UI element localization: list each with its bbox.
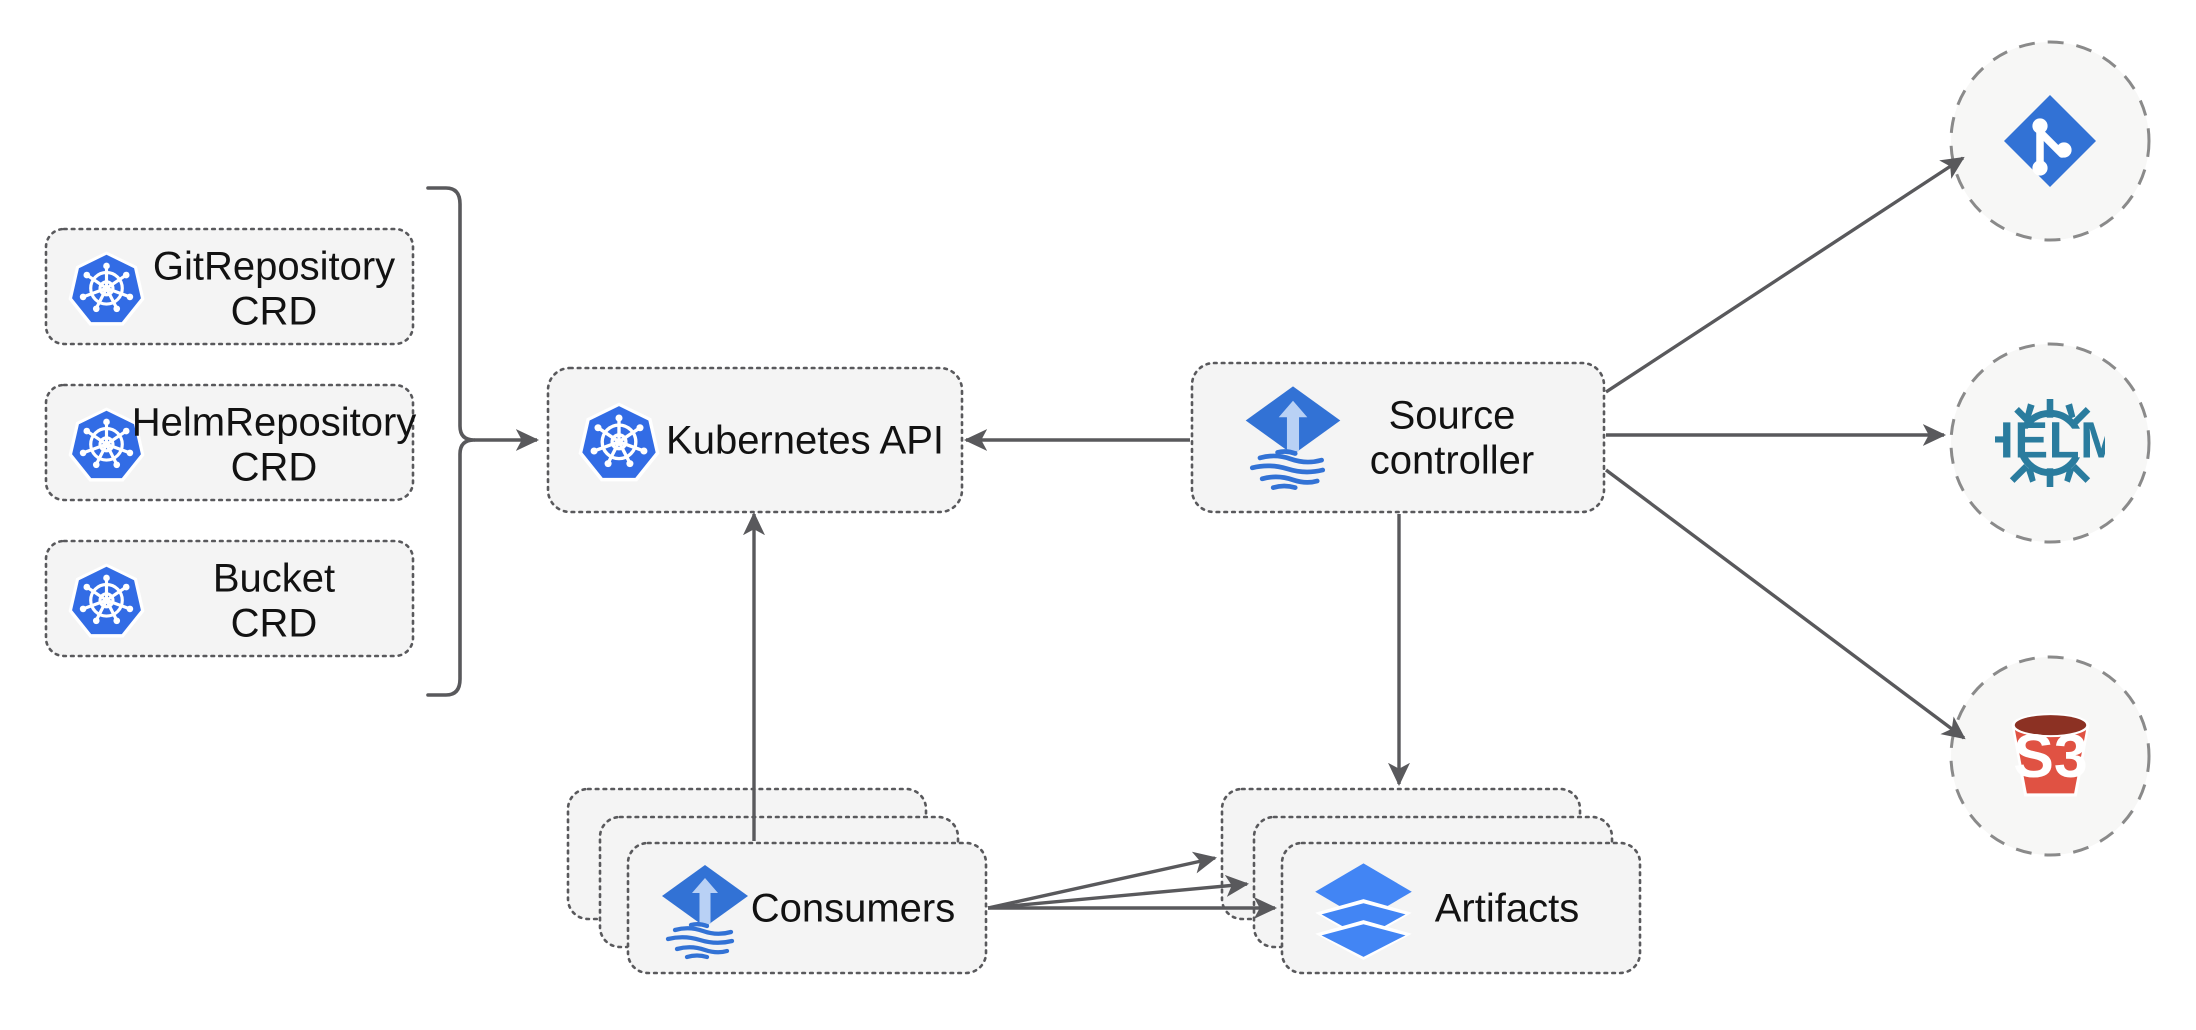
crd-label-line1: GitRepository bbox=[153, 245, 395, 289]
crd-card-background bbox=[44, 539, 415, 658]
edge-source-controller-to-s3-source bbox=[1604, 468, 1966, 740]
crd-label-line2: CRD bbox=[231, 446, 318, 490]
crd-label-line1: Bucket bbox=[213, 557, 335, 601]
crd-card-helm-repository[interactable]: HelmRepository CRD bbox=[44, 383, 417, 502]
s3-icon bbox=[2011, 713, 2090, 797]
node-kubernetes-api[interactable]: Kubernetes API bbox=[546, 366, 964, 514]
crd-card-git-repository[interactable]: GitRepository CRD bbox=[44, 227, 415, 346]
crd-card-bucket[interactable]: Bucket CRD bbox=[44, 539, 415, 658]
edge-consumers-to-artifacts-middle bbox=[987, 874, 1250, 910]
crd-card-background bbox=[44, 383, 415, 502]
edge-consumers-to-artifacts-back bbox=[987, 851, 1217, 910]
crd-group-bracket bbox=[426, 186, 476, 697]
kubernetes-api-label: Kubernetes API bbox=[666, 419, 944, 463]
kubernetes-api-background bbox=[546, 366, 964, 514]
crd-label-line2: CRD bbox=[231, 602, 318, 646]
node-helm-source[interactable] bbox=[1949, 342, 2151, 544]
source-controller-label-line1: Source bbox=[1389, 394, 1516, 438]
crd-label-line2: CRD bbox=[231, 290, 318, 334]
source-controller-label-line2: controller bbox=[1370, 439, 1535, 483]
node-git-source[interactable] bbox=[1949, 40, 2151, 242]
consumers-label: Consumers bbox=[751, 887, 956, 931]
node-source-controller[interactable]: Source controller bbox=[1190, 361, 1606, 514]
crd-group: GitRepository CRD HelmRepository CRD Buc… bbox=[44, 227, 417, 658]
crd-card-background bbox=[44, 227, 415, 346]
edge-source-controller-to-git-source bbox=[1605, 156, 1965, 394]
artifacts-label: Artifacts bbox=[1435, 887, 1579, 931]
node-artifacts[interactable]: Artifacts bbox=[1220, 787, 1642, 975]
node-consumers[interactable]: Consumers bbox=[566, 787, 988, 975]
node-s3-source[interactable] bbox=[1949, 655, 2151, 857]
crd-label-line1: HelmRepository bbox=[132, 401, 417, 445]
